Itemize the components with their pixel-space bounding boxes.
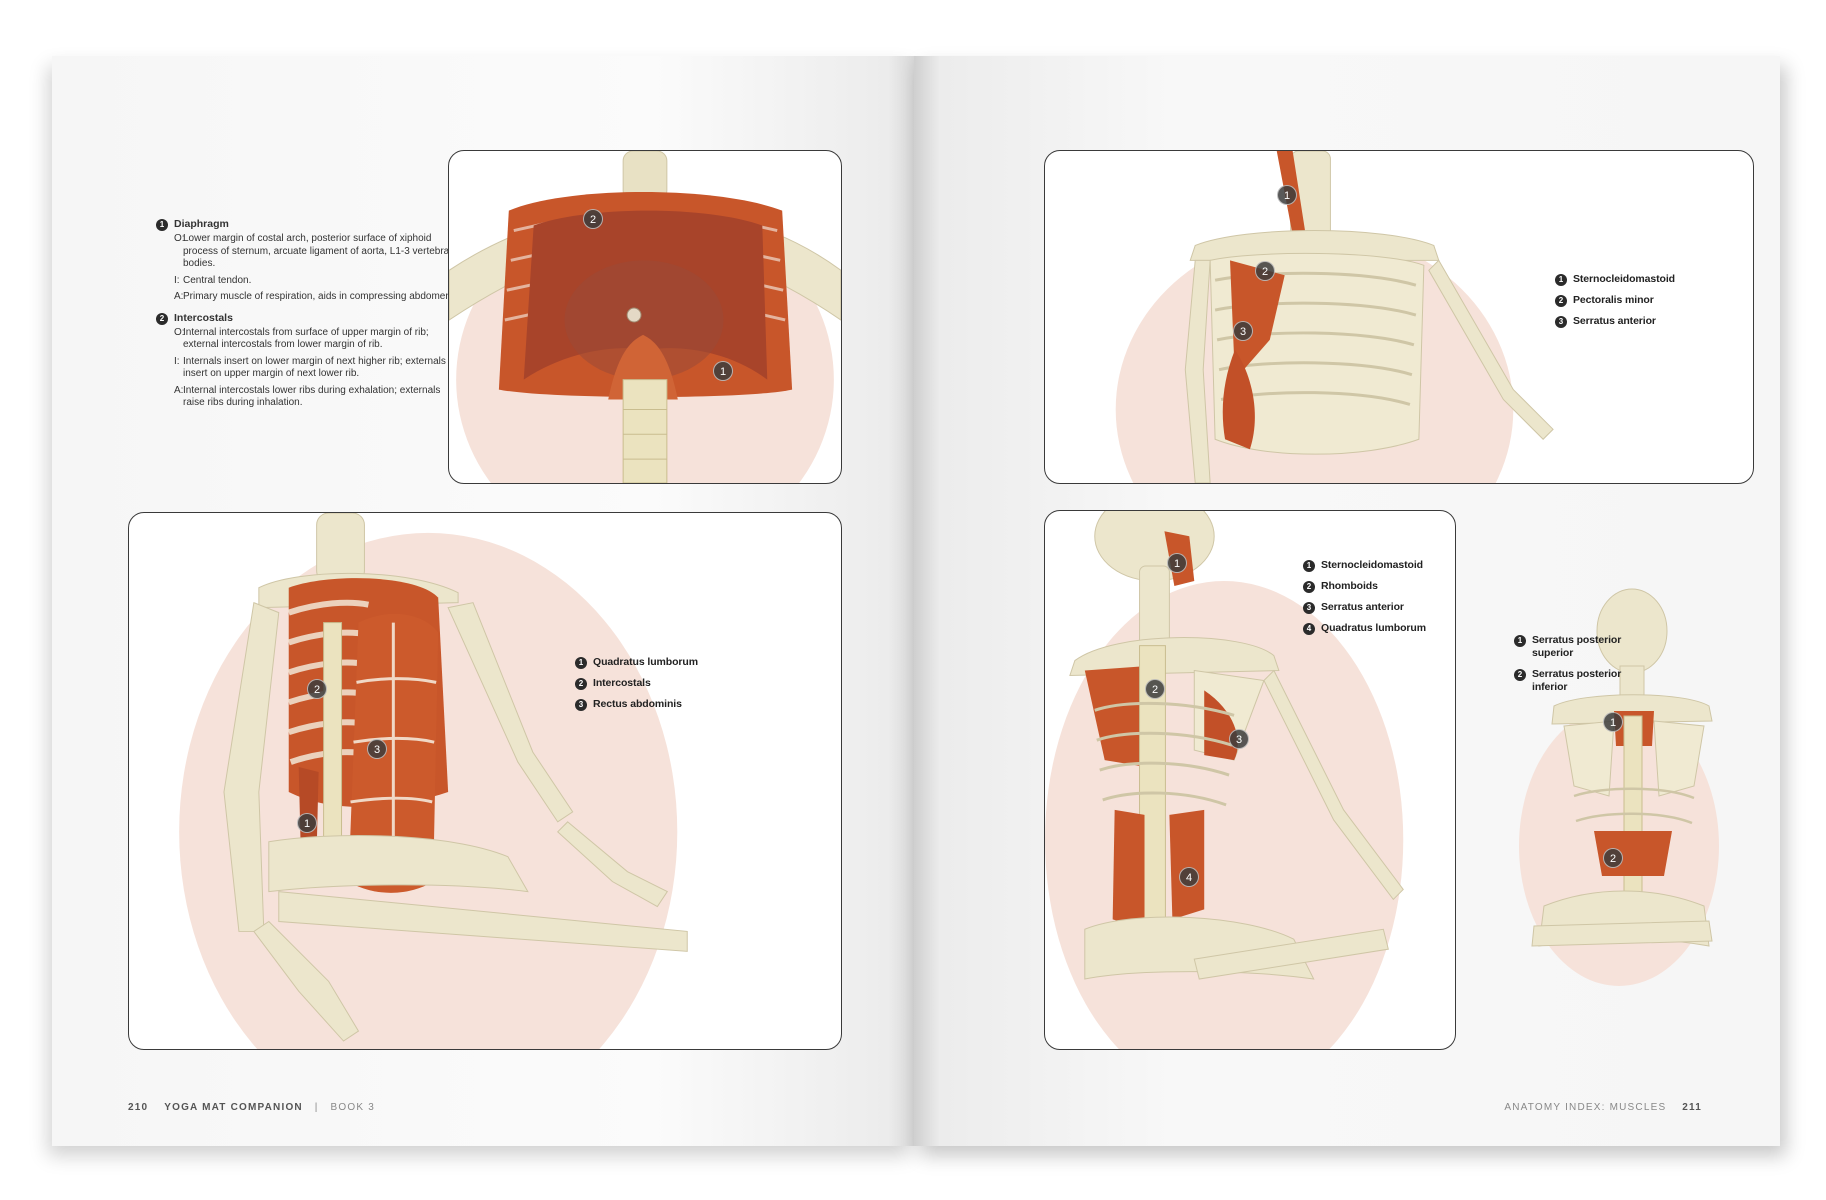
legend-label: Serratus anterior bbox=[1321, 601, 1404, 613]
legend-chest: 1 Sternocleidomastoid 2 Pectoralis minor 3… bbox=[1555, 273, 1675, 336]
legend-item: 2 Rhomboids bbox=[1303, 580, 1426, 593]
seated-torso-illustration bbox=[179, 513, 688, 1049]
row-text: Lower margin of costal arch, posterior s… bbox=[183, 233, 452, 269]
callout-marker-1: 1 bbox=[713, 361, 733, 381]
legend-label: Sternocleidomastoid bbox=[1321, 559, 1423, 571]
row-key: I: bbox=[174, 274, 180, 286]
number-badge: 3 bbox=[575, 699, 587, 711]
back-illustration bbox=[1045, 511, 1404, 1049]
muscle-detail-intercostals: 2 Intercostals O:Internal intercostals fr… bbox=[156, 312, 456, 410]
right-footer: ANATOMY INDEX: MUSCLES 211 bbox=[1504, 1102, 1702, 1113]
legend-item: 1 Sternocleidomastoid bbox=[1555, 273, 1675, 286]
legend-item: 3 Serratus anterior bbox=[1555, 315, 1675, 328]
callout-marker-1: 1 bbox=[1277, 185, 1297, 205]
muscle-name: Diaphragm bbox=[174, 218, 229, 231]
chest-illustration bbox=[1115, 151, 1554, 483]
number-badge: 2 bbox=[575, 678, 587, 690]
legend-item: 3 Serratus anterior bbox=[1303, 601, 1426, 614]
running-head: YOGA MAT COMPANION bbox=[164, 1102, 303, 1113]
row-text: Internals insert on lower margin of next… bbox=[183, 355, 446, 380]
callout-marker-2: 2 bbox=[583, 209, 603, 229]
row-key: O: bbox=[174, 326, 185, 338]
legend-label: Quadratus lumborum bbox=[1321, 622, 1426, 634]
left-footer: 210 YOGA MAT COMPANION | BOOK 3 bbox=[128, 1102, 375, 1113]
diaphragm-illustration bbox=[449, 151, 841, 483]
row-text: Central tendon. bbox=[183, 274, 252, 286]
row-key: A: bbox=[174, 384, 184, 396]
legend-back: 1 Sternocleidomastoid 2 Rhomboids 3 Serratu… bbox=[1303, 559, 1426, 643]
callout-marker-3: 3 bbox=[367, 739, 387, 759]
number-badge: 3 bbox=[1555, 316, 1567, 328]
legend-item: 1 Sternocleidomastoid bbox=[1303, 559, 1426, 572]
number-badge: 2 bbox=[1514, 669, 1526, 681]
legend-label: Sternocleidomastoid bbox=[1573, 273, 1675, 285]
legend-label: Rectus abdominis bbox=[593, 698, 682, 710]
number-badge: 1 bbox=[1555, 274, 1567, 286]
number-badge: 1 bbox=[156, 219, 168, 231]
callout-marker-1: 1 bbox=[1603, 712, 1623, 732]
callout-marker-2: 2 bbox=[1255, 261, 1275, 281]
callout-marker-2: 2 bbox=[1145, 679, 1165, 699]
muscle-detail-diaphragm: 1 Diaphragm O:Lower margin of costal arch… bbox=[156, 218, 456, 304]
row-text: Internal intercostals from surface of up… bbox=[183, 326, 429, 351]
legend-item: 1 Serratus posterior superior bbox=[1514, 634, 1634, 660]
page-number: 210 bbox=[128, 1102, 149, 1113]
legend-label: Intercostals bbox=[593, 677, 651, 689]
legend-posterior: 1 Serratus posterior superior 2 Serratus p… bbox=[1514, 634, 1634, 702]
row-key: A: bbox=[174, 291, 184, 302]
callout-marker-4: 4 bbox=[1179, 867, 1199, 887]
legend-item: 2 Pectoralis minor bbox=[1555, 294, 1675, 307]
number-badge: 4 bbox=[1303, 623, 1315, 635]
book-label: BOOK 3 bbox=[330, 1102, 375, 1113]
callout-marker-1: 1 bbox=[297, 813, 317, 833]
legend-item: 2 Serratus posterior inferior bbox=[1514, 668, 1634, 694]
number-badge: 1 bbox=[1303, 560, 1315, 572]
legend-label: Serratus posterior inferior bbox=[1532, 668, 1622, 693]
row-text: Primary muscle of respiration, aids in c… bbox=[183, 291, 454, 302]
legend-item: 4 Quadratus lumborum bbox=[1303, 622, 1426, 635]
number-badge: 1 bbox=[1514, 635, 1526, 647]
legend-label: Pectoralis minor bbox=[1573, 294, 1654, 306]
number-badge: 2 bbox=[1303, 581, 1315, 593]
callout-marker-3: 3 bbox=[1233, 321, 1253, 341]
back-illustration-panel: 1 2 3 4 1 Sternocleidomastoid 2 Rhomboids … bbox=[1044, 510, 1456, 1050]
row-key: O: bbox=[174, 233, 185, 244]
callout-marker-2: 2 bbox=[307, 679, 327, 699]
row-text: Internal intercostals lower ribs during … bbox=[183, 384, 441, 409]
footer-separator: | bbox=[314, 1102, 319, 1113]
number-badge: 2 bbox=[1555, 295, 1567, 307]
number-badge: 1 bbox=[575, 657, 587, 669]
row-key: I: bbox=[174, 355, 180, 367]
legend-seated-torso: 1 Quadratus lumborum 2 Intercostals 3 Rectu… bbox=[575, 656, 698, 719]
muscle-name: Intercostals bbox=[174, 311, 233, 324]
running-head: ANATOMY INDEX: MUSCLES bbox=[1504, 1102, 1667, 1113]
legend-label: Quadratus lumborum bbox=[593, 656, 698, 668]
number-badge: 3 bbox=[1303, 602, 1315, 614]
legend-label: Serratus anterior bbox=[1573, 315, 1656, 327]
seated-torso-illustration-panel: 2 3 1 1 Quadratus lumborum 2 Intercostals … bbox=[128, 512, 842, 1050]
legend-label: Rhomboids bbox=[1321, 580, 1378, 592]
legend-item: 1 Quadratus lumborum bbox=[575, 656, 698, 669]
number-badge: 2 bbox=[156, 312, 168, 325]
callout-marker-2: 2 bbox=[1603, 848, 1623, 868]
diaphragm-illustration-panel: 2 1 bbox=[448, 150, 842, 484]
page-number: 211 bbox=[1682, 1102, 1702, 1113]
legend-item: 3 Rectus abdominis bbox=[575, 698, 698, 711]
legend-item: 2 Intercostals bbox=[575, 677, 698, 690]
callout-marker-1: 1 bbox=[1167, 553, 1187, 573]
callout-marker-3: 3 bbox=[1229, 729, 1249, 749]
legend-label: Serratus posterior superior bbox=[1532, 634, 1622, 659]
